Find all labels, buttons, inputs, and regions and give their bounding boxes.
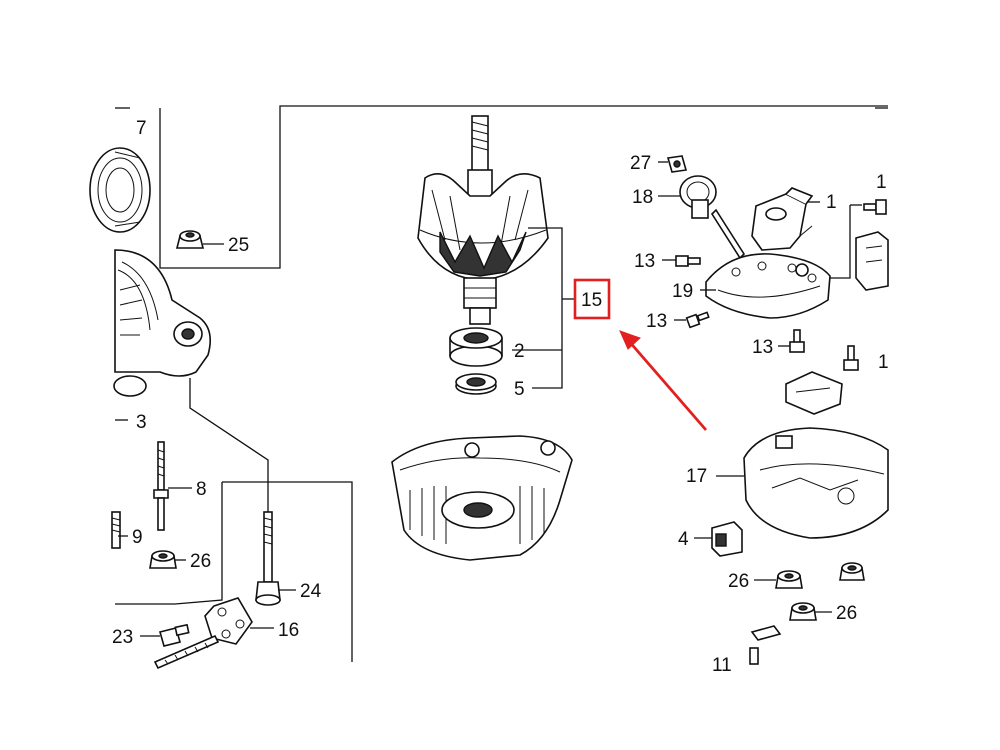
- nut-26-left: [149, 550, 177, 569]
- label-24: 24: [300, 581, 322, 602]
- part-labels: 7 25 3 8 9 26 24 16 23 15 2 5 27 18 1 1 …: [112, 118, 889, 676]
- pulley: [89, 147, 151, 233]
- label-13-top: 13: [634, 251, 655, 272]
- nut-27: [666, 155, 688, 173]
- label-16: 16: [278, 620, 299, 641]
- rectifier-19: [705, 253, 831, 319]
- bracket-right: [855, 231, 889, 291]
- label-17: 17: [686, 466, 707, 487]
- block-4: [711, 521, 743, 557]
- bolt-9: [111, 511, 121, 549]
- rotor-assembly: [417, 115, 549, 325]
- highlight-arrow-shaft: [626, 339, 708, 431]
- label-13-low: 13: [752, 337, 773, 358]
- screw-13-mid: [685, 311, 710, 329]
- highlight-box: [573, 278, 611, 320]
- bolt-23: [159, 623, 190, 647]
- terminal-18: [679, 175, 746, 260]
- screw-right-top: [863, 199, 887, 215]
- nut-25: [175, 230, 205, 249]
- label-18: 18: [632, 187, 653, 208]
- label-4: 4: [678, 529, 689, 550]
- nut-26-right-a: [775, 570, 803, 589]
- nut-26-right-c: [839, 562, 865, 581]
- highlight-arrow-head: [619, 330, 641, 350]
- threaded-rod: [153, 634, 220, 670]
- label-1: 1: [826, 192, 837, 213]
- assembly-lines: [115, 105, 888, 662]
- bolt-8: [153, 441, 169, 531]
- label-1-cut-right: 1: [878, 352, 889, 373]
- label-9: 9: [132, 527, 143, 548]
- label-23: 23: [112, 627, 133, 648]
- label-7: 7: [136, 118, 147, 139]
- label-leaders: [118, 161, 832, 637]
- washer-5: [455, 373, 497, 395]
- bearing-2: [449, 327, 503, 367]
- bolt-11: [749, 625, 782, 665]
- label-26-left: 26: [190, 551, 211, 572]
- label-8: 8: [196, 479, 207, 500]
- label-26-right-a: 26: [728, 571, 749, 592]
- label-19: 19: [672, 281, 693, 302]
- label-13-mid: 13: [646, 311, 667, 332]
- label-2: 2: [514, 341, 525, 362]
- bolt-24: [255, 511, 281, 606]
- label-15: 15: [581, 290, 602, 311]
- bolt-right-edge: [843, 345, 859, 371]
- label-5: 5: [514, 379, 525, 400]
- nut-26-right-b: [789, 602, 817, 621]
- rotor-leader-bracket: [512, 227, 574, 389]
- label-1-cut-top: 1: [876, 172, 887, 193]
- label-25: 25: [228, 235, 249, 256]
- plate-16: [204, 597, 253, 645]
- label-27: 27: [630, 153, 651, 174]
- brush-holder-1: [751, 187, 814, 251]
- label-26-right-b: 26: [836, 603, 857, 624]
- front-housing: [113, 249, 211, 397]
- screw-13-low: [789, 329, 805, 353]
- rear-cover-17: [743, 427, 889, 539]
- connector-plate: [785, 371, 843, 415]
- label-3: 3: [136, 412, 147, 433]
- label-11: 11: [712, 655, 732, 676]
- screw-13-top: [675, 255, 701, 267]
- highlight-annotation: [573, 278, 708, 431]
- rear-housing: [391, 435, 573, 561]
